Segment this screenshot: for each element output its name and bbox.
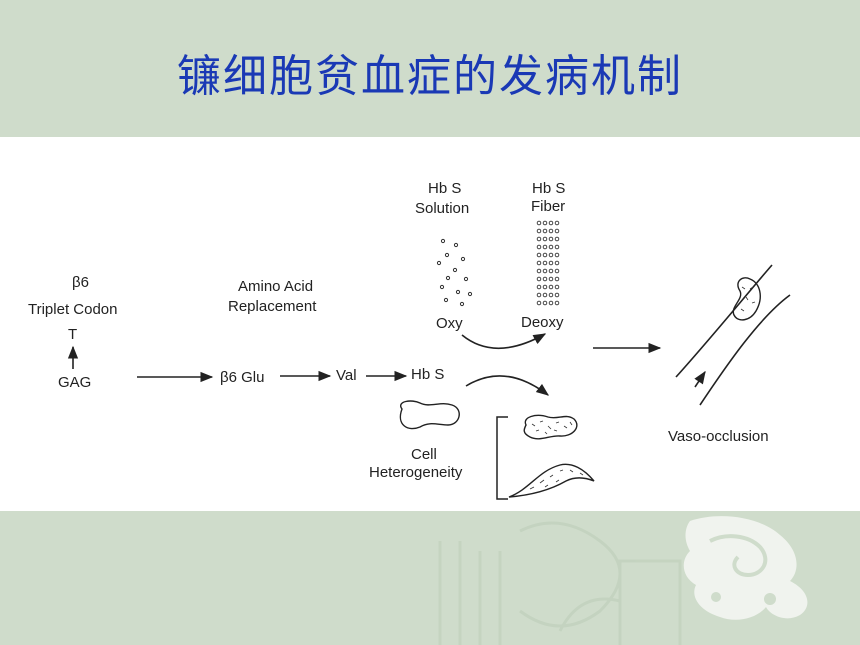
beta6-glu-label: β6 Glu (220, 369, 264, 386)
occluding-cell-stipple (740, 286, 756, 312)
flow-arrow (694, 370, 706, 388)
vaso-occlusion-label: Vaso-occlusion (668, 428, 769, 445)
cell-label: Cell (411, 446, 437, 463)
occluding-cell (732, 277, 761, 321)
pathogenesis-diagram: β6 Triplet Codon T GAG Amino Acid Replac… (28, 180, 791, 500)
deoxy-label: Deoxy (521, 314, 564, 331)
vessel-wall-upper (675, 264, 773, 378)
hbs-fiber-dots (536, 220, 560, 306)
beta6-label: β6 (72, 274, 89, 291)
codon-t-label: T (68, 326, 77, 343)
slide-title: 镰细胞贫血症的发病机制 (177, 51, 683, 102)
hbs-solution-dots (436, 238, 473, 307)
deformed-cell (523, 414, 578, 440)
replacement-label: Replacement (228, 298, 317, 315)
sickle-cell (508, 463, 595, 498)
hbs-fiber-label-2: Fiber (531, 198, 565, 215)
oxy-to-deoxy-arrow (461, 333, 547, 350)
diagram-panel: β6 Triplet Codon T GAG Amino Acid Replac… (0, 137, 860, 511)
ornament-logo (683, 516, 808, 620)
decorative-background-pattern (438, 516, 808, 645)
normal-cell (399, 400, 460, 430)
amino-acid-label: Amino Acid (238, 278, 313, 295)
cell-bracket (496, 416, 508, 500)
triplet-codon-label: Triplet Codon (28, 301, 118, 318)
codon-gag-label: GAG (58, 374, 91, 391)
hbs-to-cells-arrow (465, 375, 550, 396)
hbs-solution-label-2: Solution (415, 200, 469, 217)
sickle-cell-stipple (529, 469, 584, 490)
oxy-label: Oxy (436, 315, 463, 332)
heterogeneity-label: Heterogeneity (369, 464, 463, 481)
deformed-cell-stipple (531, 420, 573, 435)
hbs-solution-label-1: Hb S (428, 180, 461, 197)
val-label: Val (336, 367, 357, 384)
vessel-wall-lower (699, 294, 791, 406)
hbs-label: Hb S (411, 366, 444, 383)
hbs-fiber-label-1: Hb S (532, 180, 565, 197)
